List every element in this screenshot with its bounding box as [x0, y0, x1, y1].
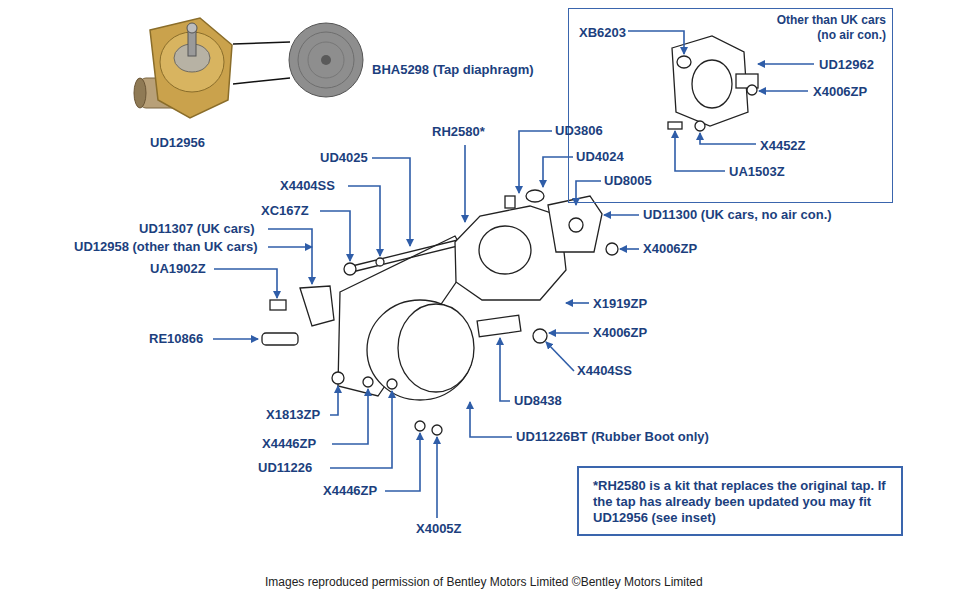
flange-inset: [668, 36, 758, 131]
diaphragm: [289, 23, 363, 97]
part-number: UD11300 (UK cars, no air con.): [643, 207, 832, 223]
part-number: X4404SS: [280, 178, 335, 194]
part-number: X1813ZP: [266, 407, 320, 423]
part-number: X4006ZP: [643, 241, 697, 257]
part-number: XC167Z: [261, 203, 309, 219]
region-heading: Other than UK cars (no air con.): [758, 13, 886, 43]
part-number: X4006ZP: [813, 84, 867, 100]
pump-photo: [134, 18, 232, 118]
part-number: UD3806: [555, 123, 603, 139]
part-number: X4446ZP: [262, 436, 316, 452]
note-box: *RH2580 is a kit that replaces the origi…: [577, 466, 903, 536]
part-number: X4006ZP: [593, 325, 647, 341]
part-number: X4005Z: [416, 521, 462, 537]
part-number: UD12962: [819, 57, 874, 73]
part-number: UD11307 (UK cars): [139, 221, 255, 237]
part-number: UD12958 (other than UK cars): [74, 239, 258, 255]
note-text: *RH2580 is a kit that replaces the origi…: [593, 478, 889, 526]
part-number: UD8005: [604, 173, 652, 189]
part-number: BHA5298 (Tap diaphragm): [372, 62, 534, 78]
leader-lines: [213, 31, 814, 518]
part-number: UA1902Z: [150, 261, 206, 277]
part-number: X1919ZP: [593, 296, 647, 312]
part-number: X4446ZP: [323, 483, 377, 499]
caption: Images reproduced permission of Bentley …: [265, 575, 703, 590]
part-number: UD4025: [320, 150, 368, 166]
part-number: XB6203: [579, 25, 626, 41]
part-number: UD4024: [576, 149, 624, 165]
part-number: X4404SS: [577, 363, 632, 379]
part-number: UD8438: [514, 393, 562, 409]
part-number: UD11226: [258, 460, 312, 476]
part-number: RE10866: [149, 331, 203, 347]
part-number: UA1503Z: [729, 164, 785, 180]
part-number: UD11226BT (Rubber Boot only): [516, 429, 709, 445]
part-number: UD12956: [150, 135, 205, 151]
part-number: X4452Z: [760, 138, 806, 154]
part-number: RH2580*: [432, 124, 485, 140]
valve-assembly: [262, 190, 618, 435]
